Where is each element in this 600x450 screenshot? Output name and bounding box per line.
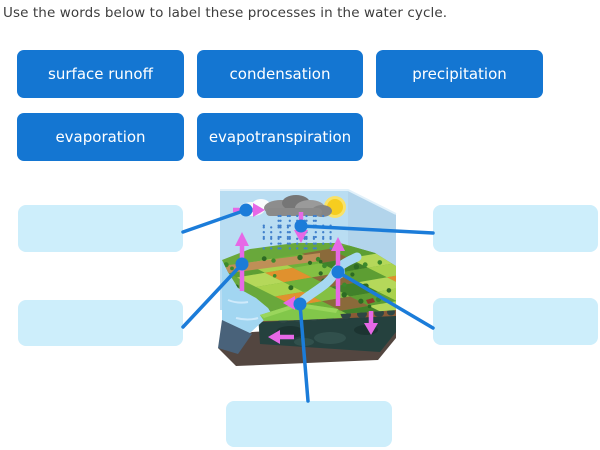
river	[288, 252, 362, 314]
cloud-gray-icon	[264, 195, 332, 217]
word-tile-evaporation[interactable]: evaporation	[17, 113, 184, 161]
connector-dot-land	[235, 257, 249, 271]
condensation-arrow-icon	[233, 203, 265, 217]
connector-dots	[235, 203, 345, 311]
answer-slot-middle-left[interactable]	[18, 300, 183, 346]
connector-dot-rain	[294, 219, 308, 233]
process-arrows	[233, 203, 378, 344]
sea	[218, 260, 272, 354]
word-tile-evapotranspiration[interactable]: evapotranspiration	[197, 113, 363, 161]
precipitation-arrow-icon	[294, 212, 308, 243]
connector-line-bottom-right	[336, 270, 435, 330]
bushes	[223, 247, 393, 309]
question-prompt: Use the words below to label these proce…	[3, 5, 448, 21]
answer-slot-bottom-center[interactable]	[226, 401, 392, 447]
connector-line-middle-left	[181, 262, 244, 329]
connector-line-bottom-center	[298, 302, 310, 403]
dirt-road	[222, 253, 320, 274]
current-arrow-icon	[268, 330, 294, 344]
answer-slot-top-left[interactable]	[18, 205, 183, 252]
connector-dot-cloud	[239, 203, 253, 217]
runoff-arrow-icon	[283, 296, 298, 310]
underground-cross-section	[258, 308, 396, 352]
rain-icon	[262, 214, 332, 250]
sun-icon	[324, 196, 346, 218]
farm-house	[366, 298, 375, 304]
answer-slot-bottom-right[interactable]	[433, 298, 598, 345]
infiltration-arrow-icon	[364, 311, 378, 335]
farm-house	[350, 253, 360, 259]
sky-side-face	[348, 190, 396, 312]
ground-base	[218, 324, 396, 366]
connectors	[181, 208, 435, 403]
evaporation-arrow-icon	[235, 232, 249, 291]
cloud-white-icon	[239, 199, 270, 216]
connector-dot-river	[331, 265, 345, 279]
word-tile-precipitation[interactable]: precipitation	[376, 50, 543, 98]
sky-top-edge	[220, 189, 397, 215]
answer-slot-top-right[interactable]	[433, 205, 598, 252]
sky-front-face	[220, 190, 348, 310]
soil-band	[256, 304, 396, 323]
connector-line-top-right	[299, 224, 435, 235]
connector-line-top-left	[181, 208, 248, 234]
word-tile-condensation[interactable]: condensation	[197, 50, 363, 98]
evapotranspiration-arrow-icon	[331, 237, 345, 306]
shore-grass	[260, 303, 342, 321]
word-tile-surface-runoff[interactable]: surface runoff	[17, 50, 184, 98]
connector-dot-river-mouth	[293, 297, 307, 311]
